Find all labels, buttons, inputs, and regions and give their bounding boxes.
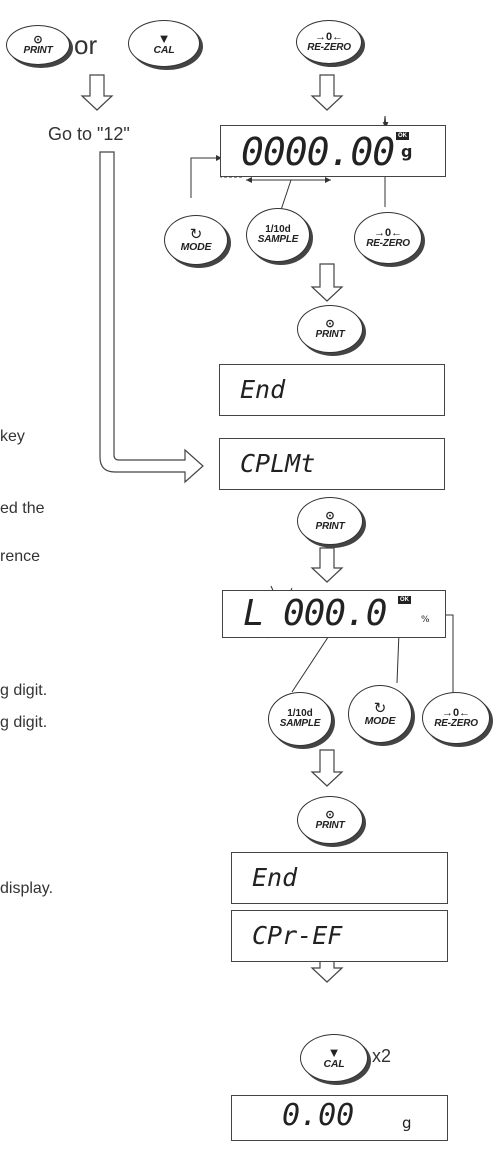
down-arrow-2 — [310, 263, 344, 302]
print-key-1[interactable]: ⊙ PRINT — [297, 305, 363, 353]
sample-key-1[interactable]: 1/10d SAMPLE — [246, 208, 310, 262]
side-text-display: display. — [0, 880, 54, 897]
goto-text: Go to "12" — [48, 124, 130, 144]
down-arrow-1 — [310, 74, 344, 111]
zero-value: 0.00 — [282, 1098, 355, 1133]
ok-badge-1: OK — [396, 132, 409, 140]
side-text-g-digit-1: g digit. — [0, 682, 48, 699]
side-text-key: key — [0, 428, 25, 445]
mode-key-2[interactable]: ↻ MODE — [348, 685, 412, 743]
down-arrow-3 — [310, 547, 344, 583]
zero-unit: g — [402, 1114, 412, 1132]
cplmt-display: CPLMt — [219, 438, 445, 490]
sample-key-2[interactable]: 1/10d SAMPLE — [268, 692, 332, 746]
print-key-2[interactable]: ⊙ PRINT — [297, 497, 363, 545]
end-text-2: End — [252, 863, 298, 892]
x2-text: x2 — [372, 1046, 392, 1066]
side-text-ed-the: ed the — [0, 500, 45, 517]
weight-display-1: 0000.00 OK g — [220, 125, 446, 177]
end-display-2: End — [231, 852, 448, 904]
display-1-unit: g — [401, 142, 413, 161]
end-display-1: End — [219, 364, 445, 416]
side-text-g-digit-2: g digit. — [0, 714, 48, 731]
print-key-top[interactable]: ⊙ PRINT — [6, 25, 70, 65]
cplmt-text: CPLMt — [240, 449, 316, 478]
limit-value: 000.0 — [283, 593, 387, 634]
rezero-key-top[interactable]: →0← RE-ZERO — [296, 20, 362, 64]
print-key-3[interactable]: ⊙ PRINT — [297, 796, 363, 844]
cpref-display: CPr-EF — [231, 910, 448, 962]
down-arrow-left — [80, 74, 114, 111]
side-text-rence: rence — [0, 548, 41, 565]
goto-hook-arrow — [99, 151, 204, 484]
ok-badge-2: OK — [398, 596, 411, 604]
limit-unit: % — [421, 615, 430, 625]
rezero-key-1[interactable]: →0← RE-ZERO — [354, 212, 422, 264]
zero-display: 0.00 g — [231, 1095, 448, 1141]
cal-key-top[interactable]: ▼ CAL — [128, 20, 200, 67]
down-arrow-4 — [310, 749, 344, 787]
display-1-value: 0000.00 — [241, 130, 395, 174]
end-text-1: End — [240, 375, 286, 404]
limit-prefix: L — [243, 593, 265, 634]
rezero-key-2[interactable]: →0← RE-ZERO — [422, 692, 490, 744]
cal-key-bottom[interactable]: ▼ CAL — [300, 1034, 368, 1082]
limit-display: L 000.0 OK % — [222, 590, 446, 638]
cpref-text: CPr-EF — [252, 921, 343, 950]
or-text: or — [74, 30, 98, 60]
mode-key-1[interactable]: ↻ MODE — [164, 215, 228, 265]
